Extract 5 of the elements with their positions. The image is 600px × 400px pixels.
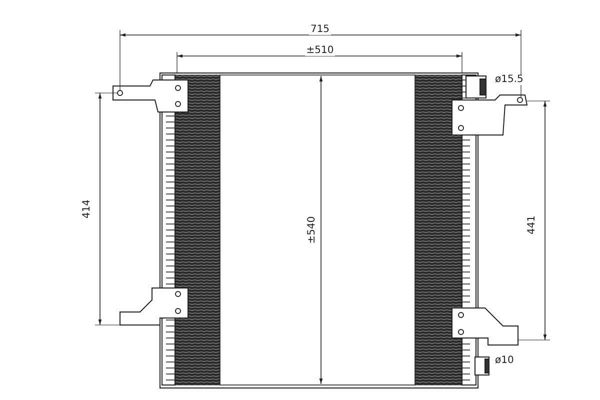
dimension-label: 715 — [309, 25, 331, 35]
dimension-label: ø15.5 — [494, 75, 524, 85]
dimension-label: ±510 — [305, 46, 335, 56]
dimension-label: ø10 — [494, 356, 515, 366]
dimension-label: ±540 — [308, 215, 318, 245]
